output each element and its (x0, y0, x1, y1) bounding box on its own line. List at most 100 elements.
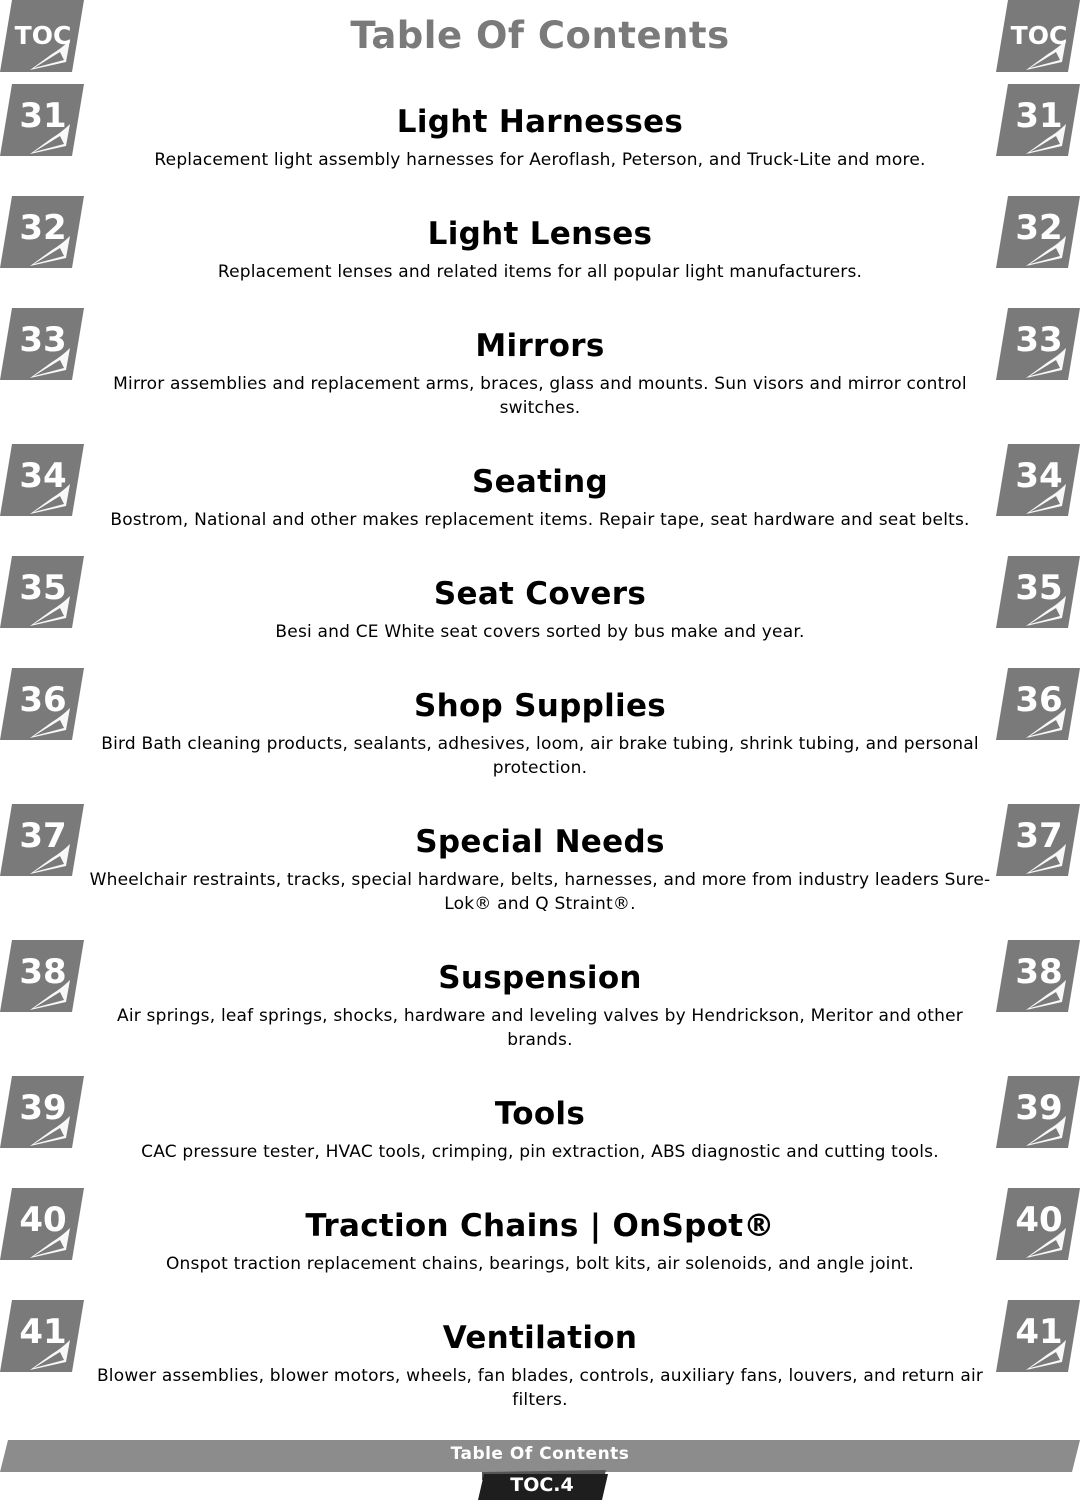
entry-description: Replacement light assembly harnesses for… (154, 150, 926, 170)
page-number: TOC.4 (510, 1474, 574, 1496)
page-tab-icon (0, 1188, 84, 1260)
section-tab-right[interactable]: 41 (996, 1300, 1080, 1372)
section-number: 36 (19, 680, 67, 720)
page-tab-icon (0, 1076, 84, 1148)
toc-entry[interactable]: Traction Chains | OnSpot® Onspot traction… (86, 1206, 994, 1276)
entry-description: Onspot traction replacement chains, bear… (165, 1254, 915, 1274)
section-number: 39 (19, 1088, 67, 1128)
section-tab-left[interactable]: 38 (0, 940, 84, 1012)
page-tab-icon (996, 0, 1080, 72)
entry-description: Blower assemblies, blower motors, wheels… (96, 1366, 984, 1410)
section-tab-left[interactable]: 34 (0, 444, 84, 516)
page-tab-icon (0, 308, 84, 380)
section-number: 37 (1015, 816, 1063, 856)
entry-title[interactable]: Tools (494, 1096, 586, 1132)
entry-title[interactable]: Traction Chains | OnSpot® (305, 1208, 775, 1244)
entry-description: Replacement lenses and related items for… (217, 262, 863, 282)
entry-description: Mirror assemblies and replacement arms, … (113, 374, 967, 418)
entry-title[interactable]: Ventilation (442, 1320, 638, 1356)
entry-title[interactable]: Mirrors (475, 328, 605, 364)
page-tab-icon (0, 196, 84, 268)
section-number: 37 (19, 816, 67, 856)
entry-title[interactable]: Shop Supplies (413, 688, 667, 724)
page-tab-icon (996, 804, 1080, 876)
section-tab-left[interactable]: 41 (0, 1300, 84, 1372)
section-number: 31 (19, 96, 67, 136)
entry-description: CAC pressure tester, HVAC tools, crimpin… (141, 1142, 939, 1162)
section-tab-left[interactable]: 33 (0, 308, 84, 380)
section-tab-right[interactable]: 38 (996, 940, 1080, 1012)
section-tab-left[interactable]: 40 (0, 1188, 84, 1260)
entry-description: Air springs, leaf springs, shocks, hardw… (117, 1006, 963, 1050)
page-tab-icon (0, 0, 84, 72)
page-tab-icon (0, 84, 84, 156)
entry-description: Bird Bath cleaning products, sealants, a… (101, 734, 979, 778)
section-tab-right[interactable]: 32 (996, 196, 1080, 268)
entry-title[interactable]: Suspension (438, 960, 642, 996)
section-number: 40 (19, 1200, 67, 1240)
section-number: 33 (19, 320, 67, 360)
section-tab-right[interactable]: 34 (996, 444, 1080, 516)
page-tab-icon (0, 668, 84, 740)
toc-tab-right[interactable]: TOC (996, 0, 1080, 72)
section-number: 38 (1015, 952, 1063, 992)
page-tab-icon (996, 1188, 1080, 1260)
page-number-badge (478, 1470, 608, 1500)
section-tab-left[interactable]: 36 (0, 668, 84, 740)
page-tab-icon (996, 444, 1080, 516)
entry-description: Besi and CE White seat covers sorted by … (275, 622, 805, 642)
entry-title[interactable]: Seating (471, 464, 609, 500)
section-tab-left[interactable]: 32 (0, 196, 84, 268)
entry-title[interactable]: Light Harnesses (396, 104, 684, 140)
tab-label: TOC (1010, 21, 1068, 50)
entry-title[interactable]: Special Needs (415, 824, 665, 860)
section-tab-left[interactable]: 37 (0, 804, 84, 876)
section-tab-right[interactable]: 31 (996, 84, 1080, 156)
footer-section-label: Table Of Contents (450, 1444, 630, 1464)
toc-tab-left[interactable]: TOC (0, 0, 84, 72)
page-title: Table Of Contents (350, 14, 730, 57)
page-tab-icon (996, 940, 1080, 1012)
section-number: 36 (1015, 680, 1063, 720)
page-tab-icon (996, 196, 1080, 268)
page-tab-icon (996, 668, 1080, 740)
section-number: 32 (1015, 208, 1063, 248)
section-tab-right[interactable]: 36 (996, 668, 1080, 740)
section-tab-left[interactable]: 31 (0, 84, 84, 156)
page-tab-icon (996, 84, 1080, 156)
section-number: 31 (1015, 96, 1063, 136)
section-tab-left[interactable]: 35 (0, 556, 84, 628)
entry-description: Bostrom, National and other makes replac… (110, 510, 970, 530)
page-tab-icon (996, 556, 1080, 628)
page-tab-icon (996, 1076, 1080, 1148)
section-number: 41 (1015, 1312, 1063, 1352)
page-tab-icon (0, 444, 84, 516)
footer-bar (0, 1440, 1080, 1472)
section-tab-right[interactable]: 37 (996, 804, 1080, 876)
section-tab-right[interactable]: 33 (996, 308, 1080, 380)
section-tab-left[interactable]: 39 (0, 1076, 84, 1148)
page-tab-icon (996, 1300, 1080, 1372)
entry-title[interactable]: Light Lenses (427, 216, 653, 252)
section-number: 39 (1015, 1088, 1063, 1128)
section-number: 35 (19, 568, 67, 608)
section-number: 41 (19, 1312, 67, 1352)
section-tab-right[interactable]: 39 (996, 1076, 1080, 1148)
section-number: 32 (19, 208, 67, 248)
section-tab-right[interactable]: 35 (996, 556, 1080, 628)
section-tab-right[interactable]: 40 (996, 1188, 1080, 1260)
section-number: 35 (1015, 568, 1063, 608)
entry-title[interactable]: Seat Covers (433, 576, 647, 612)
page-tab-icon (0, 556, 84, 628)
page-tab-icon (996, 308, 1080, 380)
